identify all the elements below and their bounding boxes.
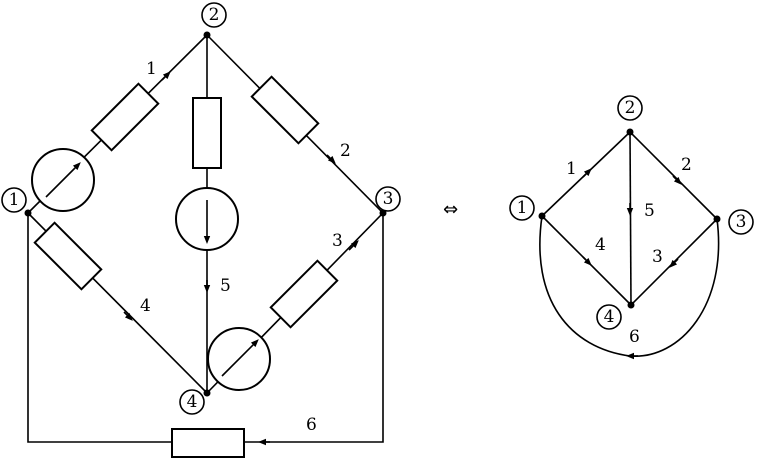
circuit-node-3-label: 3 [375, 186, 401, 212]
vertex-4 [627, 301, 635, 309]
source-branch-5 [175, 187, 239, 251]
graph-branch-3-label: 3 [652, 247, 663, 267]
circuit-branch-2-label: 2 [340, 141, 351, 161]
arrow-edge-2 [672, 175, 682, 185]
graph-branch-4-label: 4 [595, 235, 606, 255]
vertex-1 [538, 212, 546, 220]
resistor-branch-4 [33, 221, 103, 291]
equivalence-symbol: ⇔ [443, 199, 458, 220]
graph-node-4-label: 4 [596, 304, 622, 330]
circuit-graph: 1 2 3 4 1 2 3 4 5 6 [509, 95, 754, 360]
svg-text:4: 4 [187, 392, 198, 412]
svg-text:3: 3 [383, 189, 394, 209]
resistor-branch-5 [192, 97, 222, 169]
svg-text:2: 2 [625, 98, 636, 118]
circuit-branch-1-label: 1 [146, 59, 157, 79]
resistor-branch-6 [171, 428, 245, 458]
graph-branch-6-label: 6 [629, 327, 640, 347]
svg-text:1: 1 [9, 190, 20, 210]
junction-1 [24, 209, 32, 217]
source-branch-3 [207, 327, 271, 391]
arrow-branch-3 [348, 240, 359, 251]
circuit-node-2-label: 2 [201, 2, 227, 28]
arrow-branch-2 [326, 154, 336, 164]
resistor-branch-3 [269, 259, 339, 329]
svg-text:2: 2 [209, 5, 220, 25]
vertex-2 [626, 128, 634, 136]
graph-branch-5-label: 5 [644, 201, 655, 221]
graph-node-2-label: 2 [617, 95, 643, 121]
resistor-branch-2 [250, 75, 320, 145]
circuit-branch-3-label: 3 [332, 231, 343, 251]
vertex-3 [713, 215, 721, 223]
svg-text:1: 1 [517, 198, 528, 218]
graph-node-3-label: 3 [728, 209, 754, 235]
circuit-node-1-label: 1 [1, 187, 27, 213]
circuit-schematic: 1 2 3 4 1 2 3 4 5 6 [1, 2, 401, 458]
circuit-branch-6-label: 6 [306, 415, 317, 435]
junction-2 [203, 31, 211, 39]
circuit-branch-4-label: 4 [140, 296, 151, 316]
arrow-edge-1 [582, 168, 592, 178]
junction-4 [203, 389, 211, 397]
arrow-edge-4 [582, 256, 592, 266]
edge-5 [629, 131, 632, 306]
circuit-branch-5-label: 5 [220, 276, 231, 296]
arrow-branch-4 [123, 311, 133, 321]
svg-text:3: 3 [736, 212, 747, 232]
arrow-branch-1 [161, 71, 171, 81]
source-branch-1 [31, 148, 95, 212]
svg-text:4: 4 [604, 307, 615, 327]
resistor-branch-1 [90, 82, 160, 152]
arrow-edge-3 [669, 258, 679, 268]
graph-branch-1-label: 1 [566, 159, 577, 179]
circuit-node-4-label: 4 [179, 389, 205, 415]
graph-branch-2-label: 2 [681, 155, 692, 175]
graph-node-1-label: 1 [509, 195, 535, 221]
